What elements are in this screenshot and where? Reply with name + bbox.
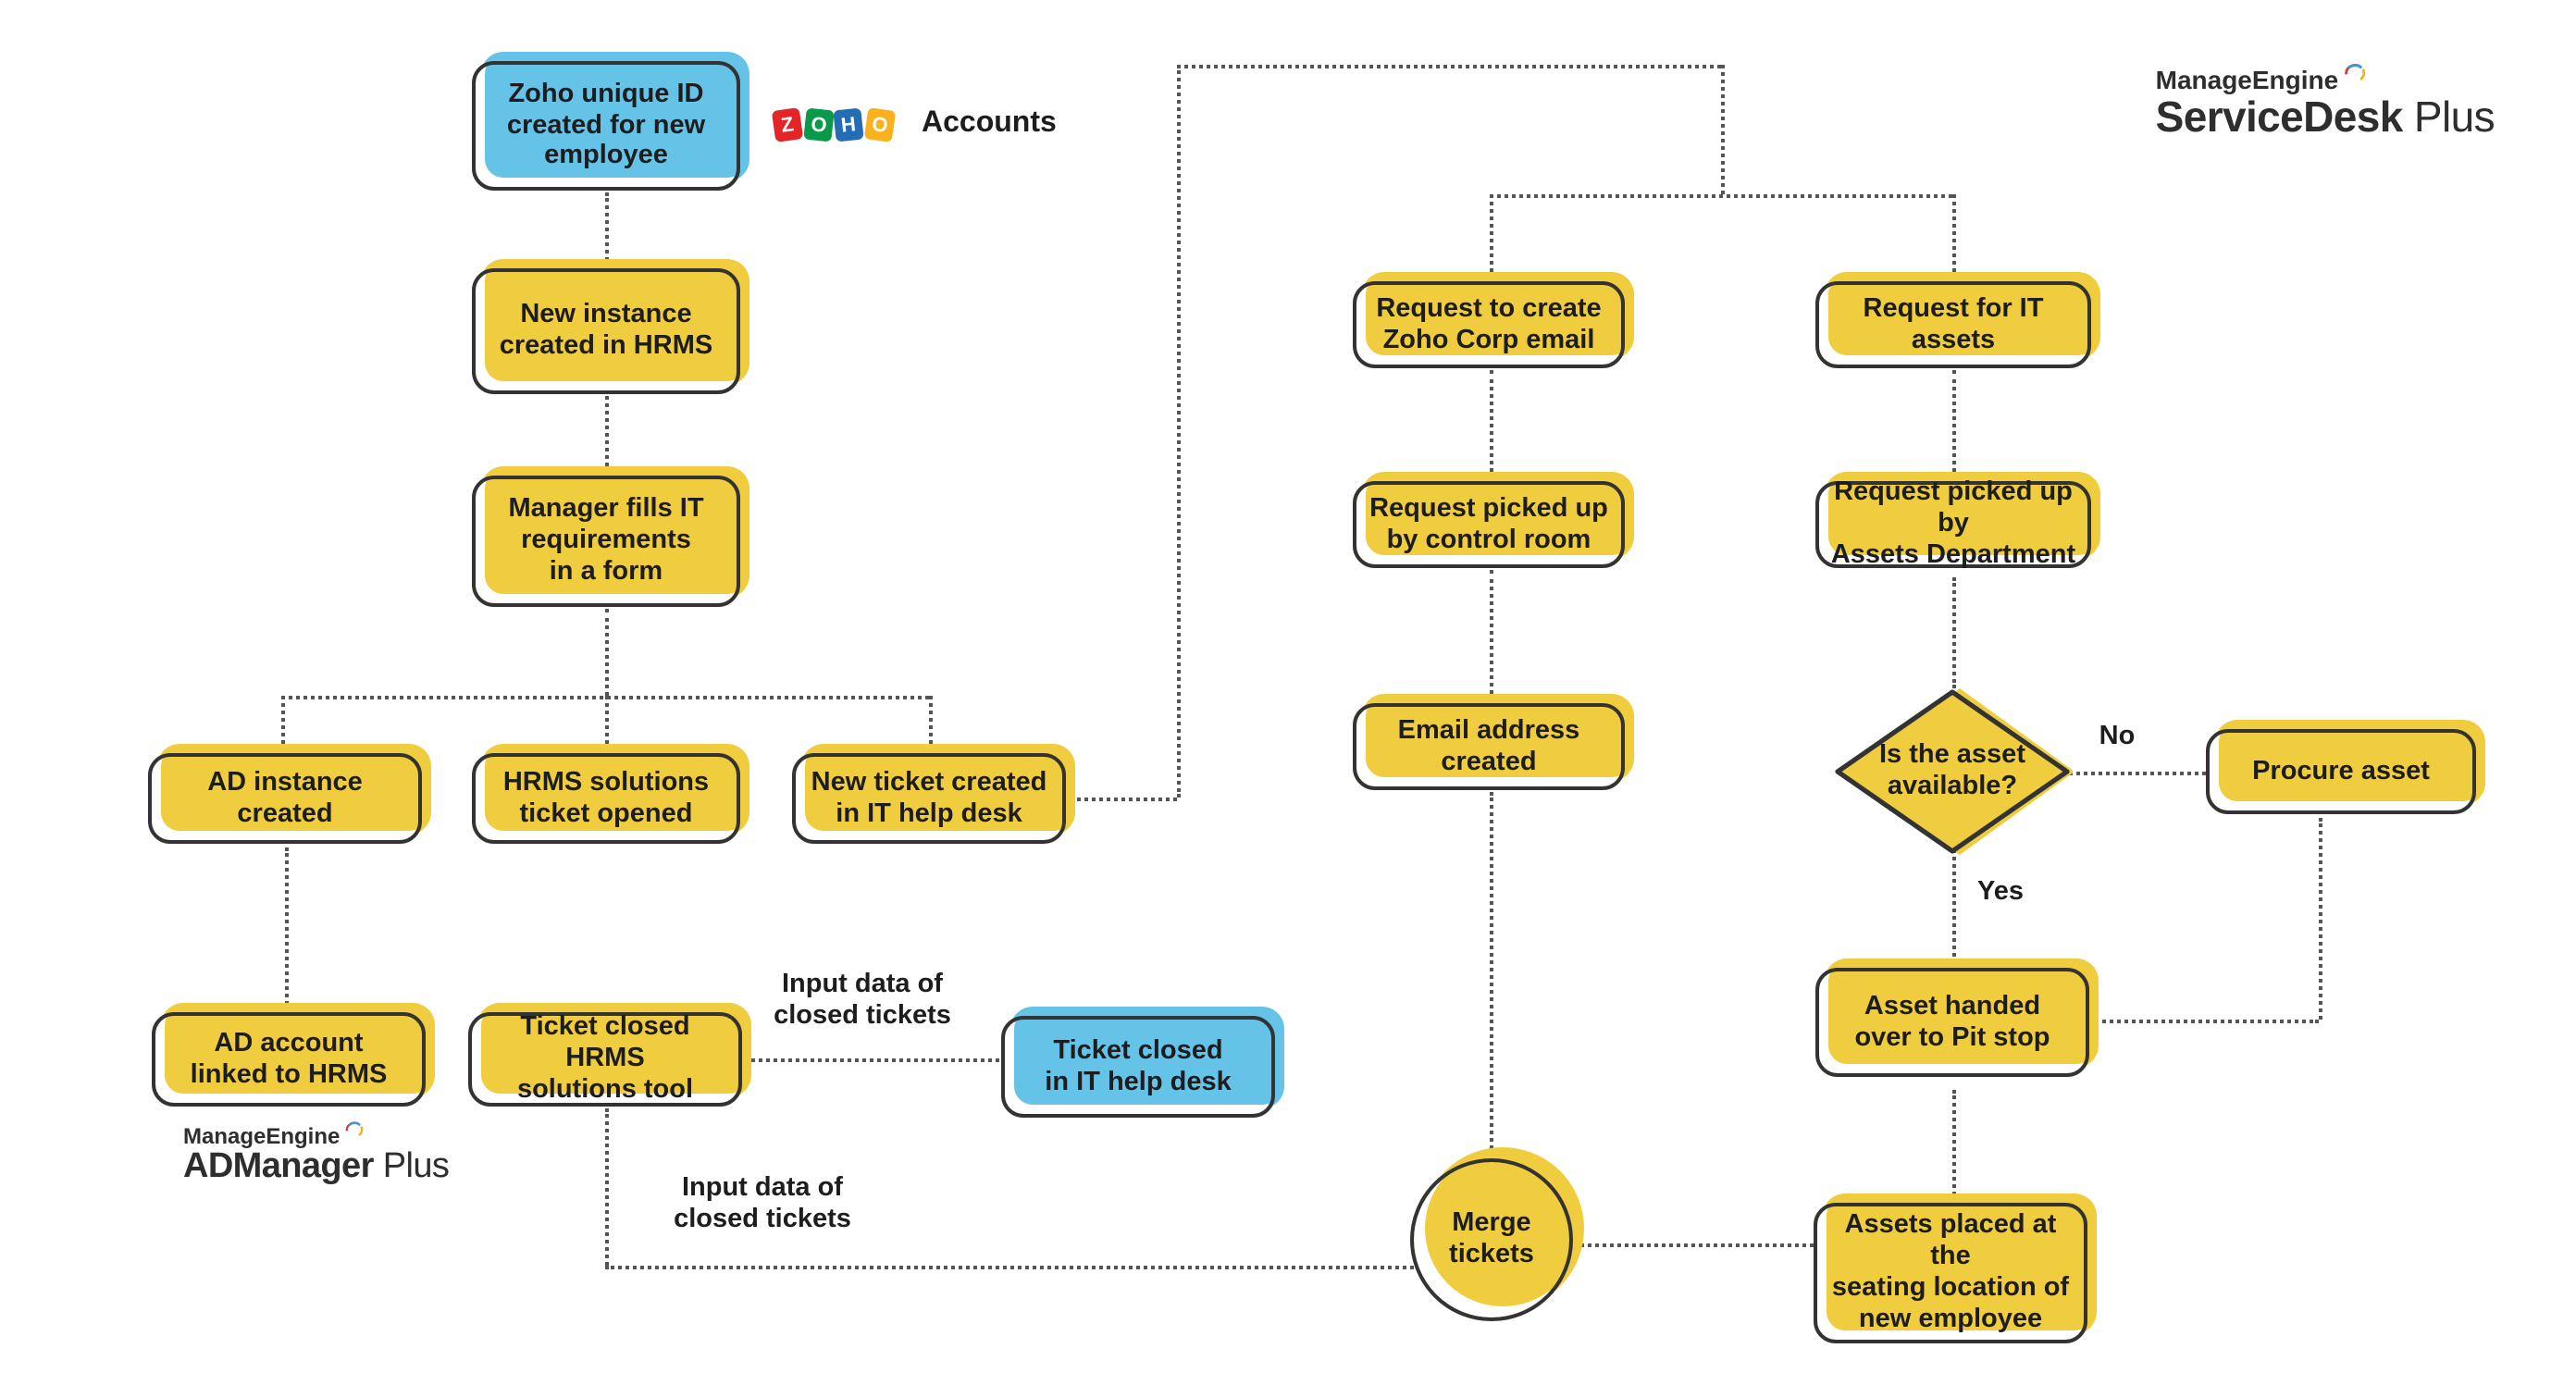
admanager-plus-logo: ManageEngine ADManager Plus: [183, 1121, 450, 1186]
admanager-text: ADManager: [183, 1146, 374, 1186]
label-yes: Yes: [1977, 877, 2024, 907]
connector-branch-drop-right: [929, 696, 933, 751]
node-ticket-closed-it: Ticket closed in IT help desk: [1001, 1016, 1275, 1118]
connector-email1-email2: [1490, 370, 1493, 479]
node-ticket-closed-hrms: Ticket closed HRMS solutions tool: [468, 1012, 742, 1107]
connector-trunk-up: [1177, 65, 1181, 798]
node-manager-fills-form: Manager fills IT requirements in a form: [472, 476, 740, 607]
node-assets-placed: Assets placed at the seating location of…: [1814, 1203, 2087, 1343]
node-ad-instance-created: AD instance created: [148, 753, 422, 844]
zoho-tile-o1: O: [802, 106, 834, 142]
servicedesk-plus-text: Plus: [2402, 92, 2496, 141]
connector-drop-email-request: [1490, 194, 1493, 279]
connector-asset2-diamond: [1952, 577, 1956, 688]
connector-zohoid-hrms: [605, 192, 609, 266]
connector-procure-return: [2089, 1020, 2319, 1023]
zoho-accounts-logo: Z O H O Accounts: [771, 106, 1057, 142]
node-new-instance-hrms: New instance created in HRMS: [472, 268, 740, 394]
connector-to-merge-left: [605, 1266, 1414, 1269]
connector-hrmsclosed-itclosed: [744, 1058, 999, 1062]
manageengine-brand-adm: ManageEngine: [183, 1121, 449, 1149]
connector-newticket-right: [1068, 798, 1177, 801]
node-request-assets-dept: Request picked up by Assets Department: [1815, 478, 2091, 570]
connector-adinstance-adaccount: [285, 847, 289, 1010]
connector-email3-merge: [1490, 792, 1493, 1157]
servicedesk-plus-logo: ManageEngine ServiceDesk Plus: [2155, 63, 2496, 141]
manageengine-brand: ManageEngine: [2155, 63, 2495, 94]
servicedesk-text: ServiceDesk: [2155, 92, 2404, 141]
manageengine-text: ManageEngine: [2155, 65, 2339, 94]
label-input-data-bottom: Input data of closed tickets: [674, 1173, 851, 1235]
connector-trunk-top: [1177, 65, 1721, 68]
node-ad-account-linked: AD account linked to HRMS: [152, 1012, 426, 1107]
connector-merge-right: [1575, 1243, 1814, 1247]
connector-pitstop-placed: [1952, 1090, 1956, 1203]
connector-hrms-manager: [605, 396, 609, 474]
connector-email2-email3: [1490, 570, 1493, 701]
zoho-tile-o2: O: [862, 106, 896, 142]
connector-no-line: [2069, 772, 2206, 775]
connector-branch-drop-left: [281, 696, 285, 751]
admanager-product-name: ADManager Plus: [183, 1146, 450, 1186]
connector-trunk-mid-down: [1721, 65, 1725, 194]
node-hrms-ticket-opened: HRMS solutions ticket opened: [472, 753, 740, 844]
node-request-control-room: Request picked up by control room: [1353, 481, 1625, 568]
connector-manager-branch: [605, 609, 609, 696]
connector-split-horizontal: [1490, 194, 1952, 198]
node-merge-tickets: Merge tickets: [1410, 1158, 1573, 1321]
zoho-tile-h: H: [833, 106, 864, 142]
connector-asset1-asset2: [1952, 370, 1956, 479]
node-request-it-assets: Request for IT assets: [1815, 281, 2091, 368]
node-is-asset-available: Is the asset available?: [1832, 686, 2074, 857]
node-zoho-unique-id: Zoho unique ID created for new employee: [472, 61, 740, 191]
connector-hrmsclosed-down: [605, 1108, 609, 1266]
node-request-create-email: Request to create Zoho Corp email: [1353, 281, 1625, 368]
zoho-accounts-label: Accounts: [922, 107, 1057, 139]
servicedesk-product-name: ServiceDesk Plus: [2155, 92, 2496, 141]
manageengine-swirl-icon: [2344, 63, 2365, 81]
connector-yes-line: [1952, 849, 1956, 957]
node-asset-pit-stop: Asset handed over to Pit stop: [1815, 968, 2089, 1077]
admanager-plus-text: Plus: [373, 1146, 450, 1186]
manageengine-text-adm: ManageEngine: [183, 1123, 341, 1149]
connector-procure-down: [2319, 818, 2322, 1020]
connector-branch-drop-mid: [605, 696, 609, 751]
node-procure-asset: Procure asset: [2206, 729, 2476, 814]
connector-drop-asset-request: [1952, 194, 1956, 279]
label-no: No: [2099, 722, 2136, 751]
diamond-label: Is the asset available?: [1879, 740, 2025, 801]
diamond-shape: [1835, 688, 2074, 855]
zoho-logo-icon: Z O H O: [771, 106, 896, 142]
node-new-ticket-created: New ticket created in IT help desk: [792, 753, 1066, 844]
label-input-data-top: Input data of closed tickets: [774, 970, 951, 1032]
node-email-address-created: Email address created: [1353, 703, 1625, 790]
manageengine-swirl-icon-adm: [344, 1121, 363, 1136]
zoho-tile-z: Z: [771, 106, 804, 142]
